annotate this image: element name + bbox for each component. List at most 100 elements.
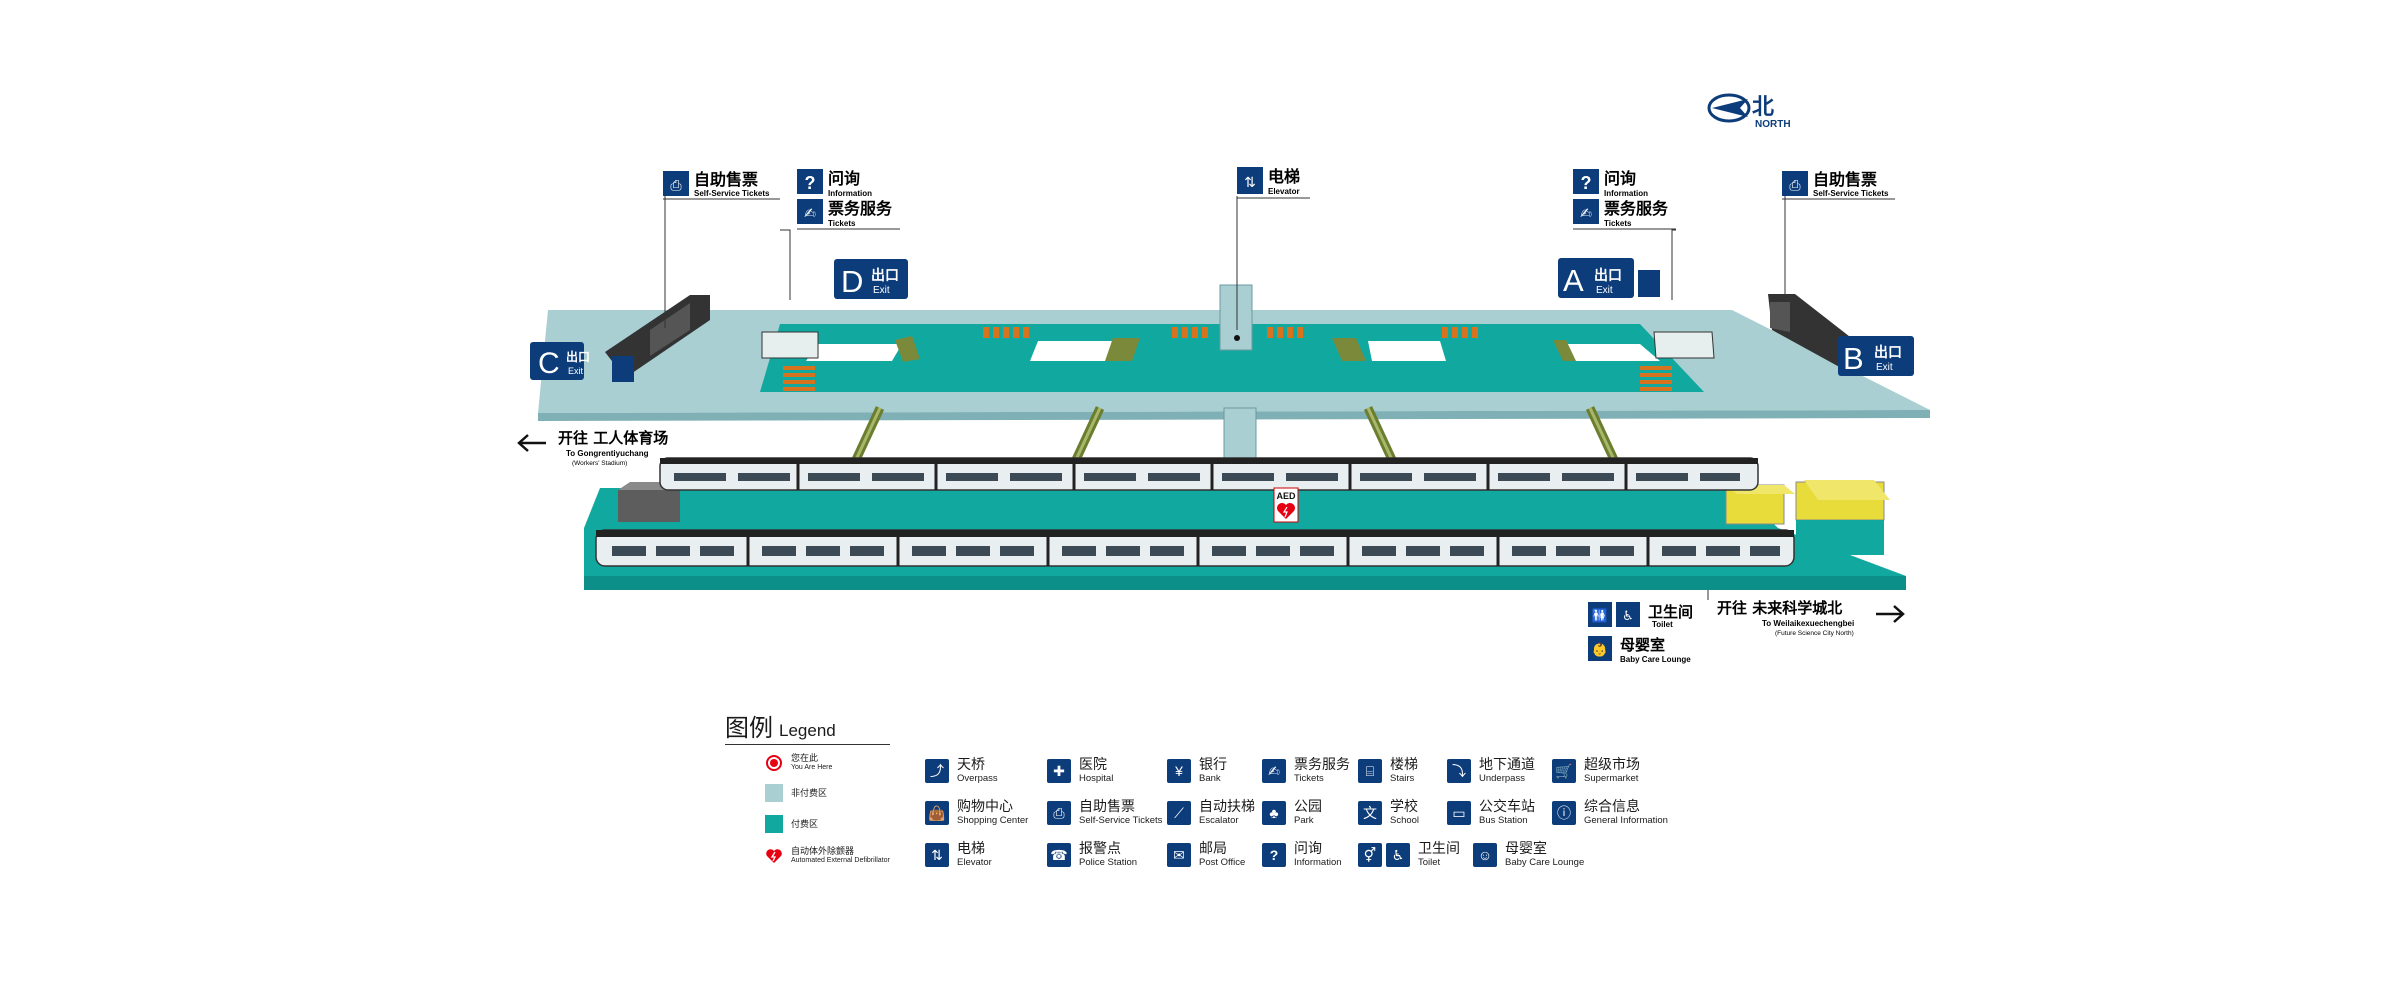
- callout-label-cn: 自助售票: [694, 170, 758, 189]
- item-en: Stairs: [1390, 773, 1415, 784]
- exit-cn: 出口: [871, 267, 899, 284]
- information-icon: ?: [1262, 843, 1286, 867]
- svg-text:✍: ✍: [1580, 205, 1592, 221]
- callout-label-cn: 票务服务: [828, 199, 893, 218]
- baby-care-icon: [1588, 636, 1612, 661]
- stair-opening: [1560, 344, 1660, 361]
- callout-label-cn: 票务服务: [1604, 199, 1669, 218]
- item-cn: 银行: [1199, 757, 1227, 773]
- item-en: Supermarket: [1584, 773, 1639, 784]
- callout-information-right: ? 问询 Information: [1573, 169, 1648, 198]
- item-en: Underpass: [1479, 773, 1525, 784]
- baby-care-icon: [1616, 602, 1640, 627]
- svg-text:✍: ✍: [804, 205, 816, 221]
- exit-letter: A: [1563, 263, 1584, 298]
- item-en: Bank: [1199, 773, 1221, 784]
- item-en: Tickets: [1294, 773, 1324, 784]
- direction-en: To Weilaikexuechengbei: [1762, 619, 1854, 628]
- aed-label: AED: [1276, 491, 1296, 501]
- ticket-machines-right: [1768, 294, 1854, 375]
- item-cn: 公园: [1294, 799, 1322, 815]
- compass-cn: 北: [1752, 95, 1774, 120]
- item-cn: 综合信息: [1584, 799, 1640, 815]
- direction-en2: (Future Science City North): [1775, 630, 1854, 637]
- callout-lines: [664, 196, 1786, 600]
- self-service-ticket-icon: ⎙: [1047, 801, 1071, 825]
- svg-text:♿: ♿: [1622, 608, 1634, 623]
- callout-label-en: Self-Service Tickets: [1813, 189, 1889, 198]
- legend-paid-area: 付费区: [765, 815, 818, 833]
- information-icon: [797, 169, 823, 194]
- direction-left: 开往 工人体育场 To Gongrentiyuchang (Workers' S…: [517, 429, 668, 467]
- arrow-left-icon: [517, 434, 546, 452]
- legend-title-en: Legend: [779, 721, 836, 740]
- item-en: Park: [1294, 815, 1314, 826]
- exit-cn: 出口: [1594, 267, 1622, 284]
- north-arrow-icon: [1707, 93, 1751, 123]
- svg-text:⎙: ⎙: [1789, 177, 1800, 193]
- zone-en: You Are Here: [791, 764, 833, 771]
- item-en: Elevator: [957, 857, 992, 868]
- exit-cn: 出口: [1874, 344, 1902, 361]
- police-station-icon: ☎: [1047, 843, 1071, 867]
- school-icon: 文: [1358, 801, 1382, 825]
- item-en: Toilet: [1418, 857, 1441, 868]
- item-en: School: [1390, 815, 1420, 826]
- information-icon: [1573, 169, 1599, 194]
- svg-text:👶: 👶: [1592, 642, 1608, 657]
- callout-label-en: Elevator: [1268, 187, 1300, 196]
- item-cn: 地下通道: [1479, 757, 1535, 773]
- callout-label-cn: 问询: [828, 169, 860, 188]
- direction-cn: 开往 工人体育场: [558, 429, 668, 447]
- item-en: Hospital: [1079, 773, 1114, 784]
- exit-en: Exit: [1596, 285, 1613, 296]
- exit-d: D 出口 Exit: [834, 259, 908, 299]
- svg-text:?: ?: [805, 173, 816, 193]
- item-cn: 购物中心: [957, 799, 1013, 815]
- toilet-cn: 卫生间: [1648, 603, 1693, 621]
- item-cn: 楼梯: [1390, 757, 1418, 773]
- zone-cn: 自动体外除颤器: [791, 846, 855, 856]
- supermarket-icon: 🛒: [1552, 759, 1576, 783]
- concourse-paid-area: [760, 324, 1704, 392]
- callout-self-service-right: ⎙ 自助售票 Self-Service Tickets: [1782, 170, 1895, 200]
- callout-label-en: Information: [1604, 189, 1648, 198]
- callout-label-en: Tickets: [828, 219, 856, 228]
- post-office-icon: ✉: [1167, 843, 1191, 867]
- item-cn: 问询: [1294, 841, 1322, 857]
- underpass-icon: ⤵: [1447, 759, 1471, 783]
- exit-letter: C: [538, 347, 560, 380]
- callout-label-cn: 问询: [1604, 169, 1636, 188]
- callout-label-cn: 电梯: [1268, 167, 1300, 186]
- tickets-icon: [797, 199, 823, 224]
- concourse-level: [538, 284, 1930, 569]
- item-en: Bus Station: [1479, 815, 1528, 826]
- item-en: Baby Care Lounge: [1505, 857, 1585, 868]
- direction-en2: (Workers' Stadium): [572, 460, 627, 467]
- callout-label-en: Self-Service Tickets: [694, 189, 770, 198]
- item-en: Shopping Center: [957, 815, 1029, 826]
- toilet-en: Toilet: [1652, 620, 1673, 629]
- item-en: General Information: [1584, 815, 1668, 826]
- toilet-icon: ⚥: [1358, 843, 1382, 867]
- unpaid-area-swatch: [765, 784, 783, 802]
- item-en: Self-Service Tickets: [1079, 815, 1163, 826]
- exit-letter: D: [841, 264, 863, 299]
- compass-en: NORTH: [1755, 119, 1791, 130]
- exit-cn: 出口: [566, 349, 590, 364]
- zone-cn: 非付费区: [791, 788, 828, 798]
- item-en: Post Office: [1199, 857, 1246, 868]
- item-cn: 卫生间: [1418, 841, 1460, 857]
